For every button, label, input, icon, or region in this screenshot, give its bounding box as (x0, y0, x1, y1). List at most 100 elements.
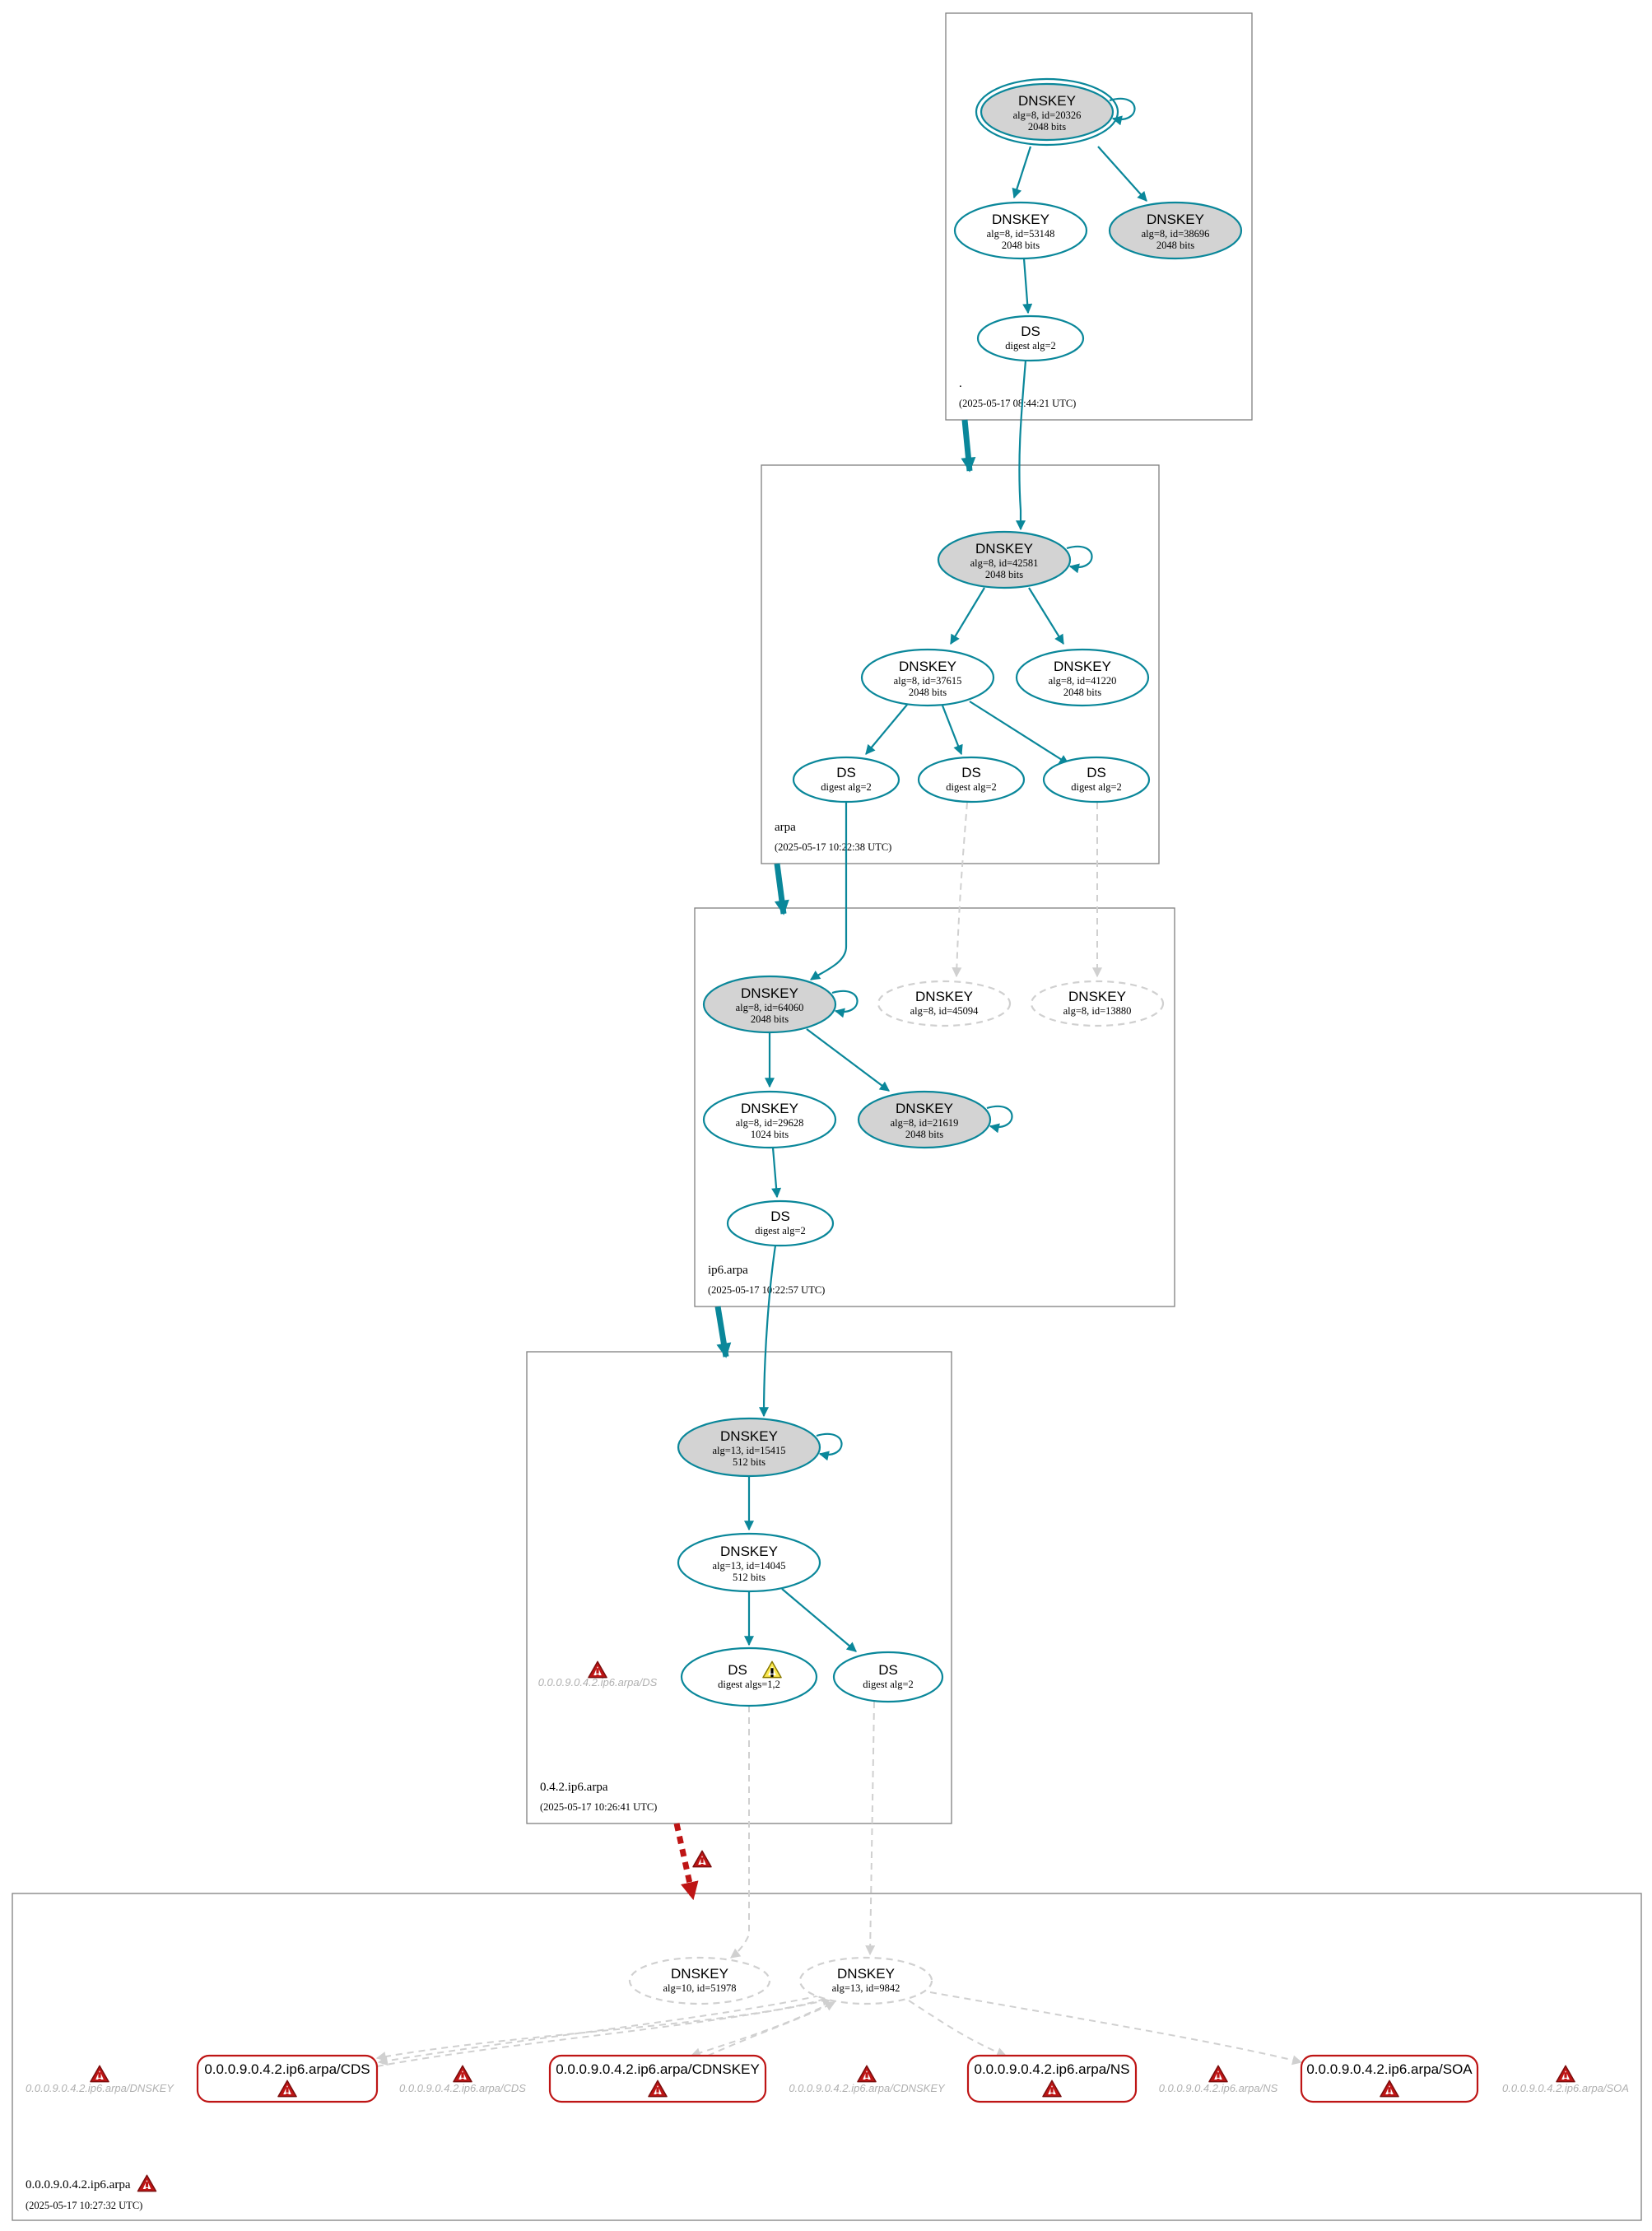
rrset-ns[interactable]: 0.0.0.9.0.4.2.ip6.arpa/NS (966, 2054, 1138, 2103)
self-signature-loop (831, 990, 859, 1018)
node-key-size: 512 bits (733, 1572, 766, 1583)
node-detail: alg=8, id=53148 (987, 228, 1055, 240)
node-ellipse (832, 1651, 944, 1703)
node-title: DNSKEY (992, 212, 1049, 227)
error-label: 0.0.0.9.0.4.2.ip6.arpa/NS (1159, 2082, 1278, 2094)
node-title: DNSKEY (720, 1428, 778, 1444)
error-cdnskey[interactable]: 0.0.0.9.0.4.2.ip6.arpa/CDNSKEY (789, 2065, 946, 2094)
node-key-size: 1024 bits (751, 1129, 789, 1140)
zone-ip6arpa: ip6.arpa(2025-05-17 10:22:57 UTC) (694, 907, 1175, 1307)
node-ellipse (976, 314, 1085, 362)
node-key-size: 2048 bits (1002, 240, 1040, 251)
node-title: DS (728, 1662, 747, 1678)
node-title: DNSKEY (720, 1544, 778, 1559)
error-icon (857, 2065, 877, 2083)
node-title: DNSKEY (975, 541, 1033, 557)
self-signature-loop (1066, 545, 1093, 574)
rrset-cdnskey[interactable]: 0.0.0.9.0.4.2.ip6.arpa/CDNSKEY (548, 2054, 767, 2103)
self-signature-loop (816, 1432, 843, 1461)
node-title: DNSKEY (1068, 989, 1126, 1004)
edge-ds-to-dnskey (759, 1245, 777, 1418)
zone-box (12, 1893, 1642, 2221)
error-label: 0.0.0.9.0.4.2.ip6.arpa/CDS (399, 2082, 526, 2094)
rrset-label: 0.0.0.9.0.4.2.ip6.arpa/NS (974, 2061, 1129, 2077)
edge-signs (865, 704, 908, 755)
error-ns[interactable]: 0.0.0.9.0.4.2.ip6.arpa/NS (1159, 2065, 1278, 2094)
zone-timestamp: (2025-05-17 10:27:32 UTC) (26, 2200, 142, 2211)
edge-ds-to-dnskey (1016, 360, 1027, 531)
zone-arpa: arpa(2025-05-17 10:22:38 UTC) (761, 464, 1160, 864)
rrset-error-icon (648, 2080, 668, 2098)
node-detail: alg=8, id=29628 (736, 1117, 804, 1129)
edge-signs (941, 705, 963, 756)
edge-signs-rrset (929, 1991, 1303, 2066)
node-detail: alg=13, id=15415 (712, 1445, 785, 1456)
node-title: DS (878, 1662, 898, 1678)
error-cds[interactable]: 0.0.0.9.0.4.2.ip6.arpa/CDS (399, 2065, 526, 2094)
error-dnskey[interactable]: 0.0.0.9.0.4.2.ip6.arpa/DNSKEY (26, 2065, 175, 2094)
self-signature-loop (986, 1105, 1013, 1134)
delegation-arrow (774, 863, 789, 915)
node-detail: alg=8, id=20326 (1013, 109, 1082, 121)
rrset-cds[interactable]: 0.0.0.9.0.4.2.ip6.arpa/CDS (196, 2054, 379, 2103)
zones-layer: . (2025-05-17 08:44:21 UTC) arpa(2025-05-1… (12, 12, 1642, 2221)
zone-name: . (959, 377, 962, 390)
zone-box (694, 907, 1175, 1307)
edge-ds-to-missing-dnskey (952, 802, 968, 978)
node-ellipse (677, 1532, 821, 1593)
node-ellipse (877, 980, 1012, 1027)
node-key-size: 2048 bits (751, 1013, 789, 1025)
node-key-size: 2048 bits (905, 1129, 943, 1140)
node-title: DNSKEY (837, 1966, 895, 1982)
rrset-label: 0.0.0.9.0.4.2.ip6.arpa/SOA (1306, 2061, 1473, 2077)
edge-signs (969, 701, 1070, 765)
zone-timestamp: (2025-05-17 08:44:21 UTC) (959, 398, 1076, 409)
error-ds[interactable]: 0.0.0.9.0.4.2.ip6.arpa/DS (538, 1660, 658, 1688)
zone-timestamp: (2025-05-17 10:22:57 UTC) (708, 1284, 825, 1296)
node-title: DNSKEY (915, 989, 973, 1004)
node-ellipse (798, 1956, 933, 2005)
edge-signs-rrset (377, 1995, 821, 2066)
node-detail: alg=8, id=21619 (891, 1117, 959, 1129)
node-detail: alg=13, id=14045 (712, 1560, 785, 1572)
node-ellipse (1015, 648, 1150, 707)
edge-signs-rrset (690, 2001, 832, 2058)
node-ellipse (1108, 201, 1243, 260)
error-soa[interactable]: 0.0.0.9.0.4.2.ip6.arpa/SOA (1502, 2065, 1629, 2094)
node-detail: alg=10, id=51978 (663, 1982, 736, 1994)
node-detail: digest alg=2 (1005, 340, 1056, 352)
node-detail: digest algs=1,2 (718, 1679, 780, 1690)
error-label: 0.0.0.9.0.4.2.ip6.arpa/DNSKEY (26, 2082, 175, 2094)
rrset-soa[interactable]: 0.0.0.9.0.4.2.ip6.arpa/SOA (1300, 2054, 1479, 2103)
node-detail: alg=8, id=45094 (910, 1005, 980, 1017)
edge-signs (1028, 587, 1064, 645)
node-ellipse (677, 1417, 821, 1478)
node-title: DS (1021, 324, 1040, 339)
node-title: DNSKEY (1147, 212, 1204, 227)
node-ellipse (917, 756, 1026, 803)
edge-signs (950, 587, 985, 645)
